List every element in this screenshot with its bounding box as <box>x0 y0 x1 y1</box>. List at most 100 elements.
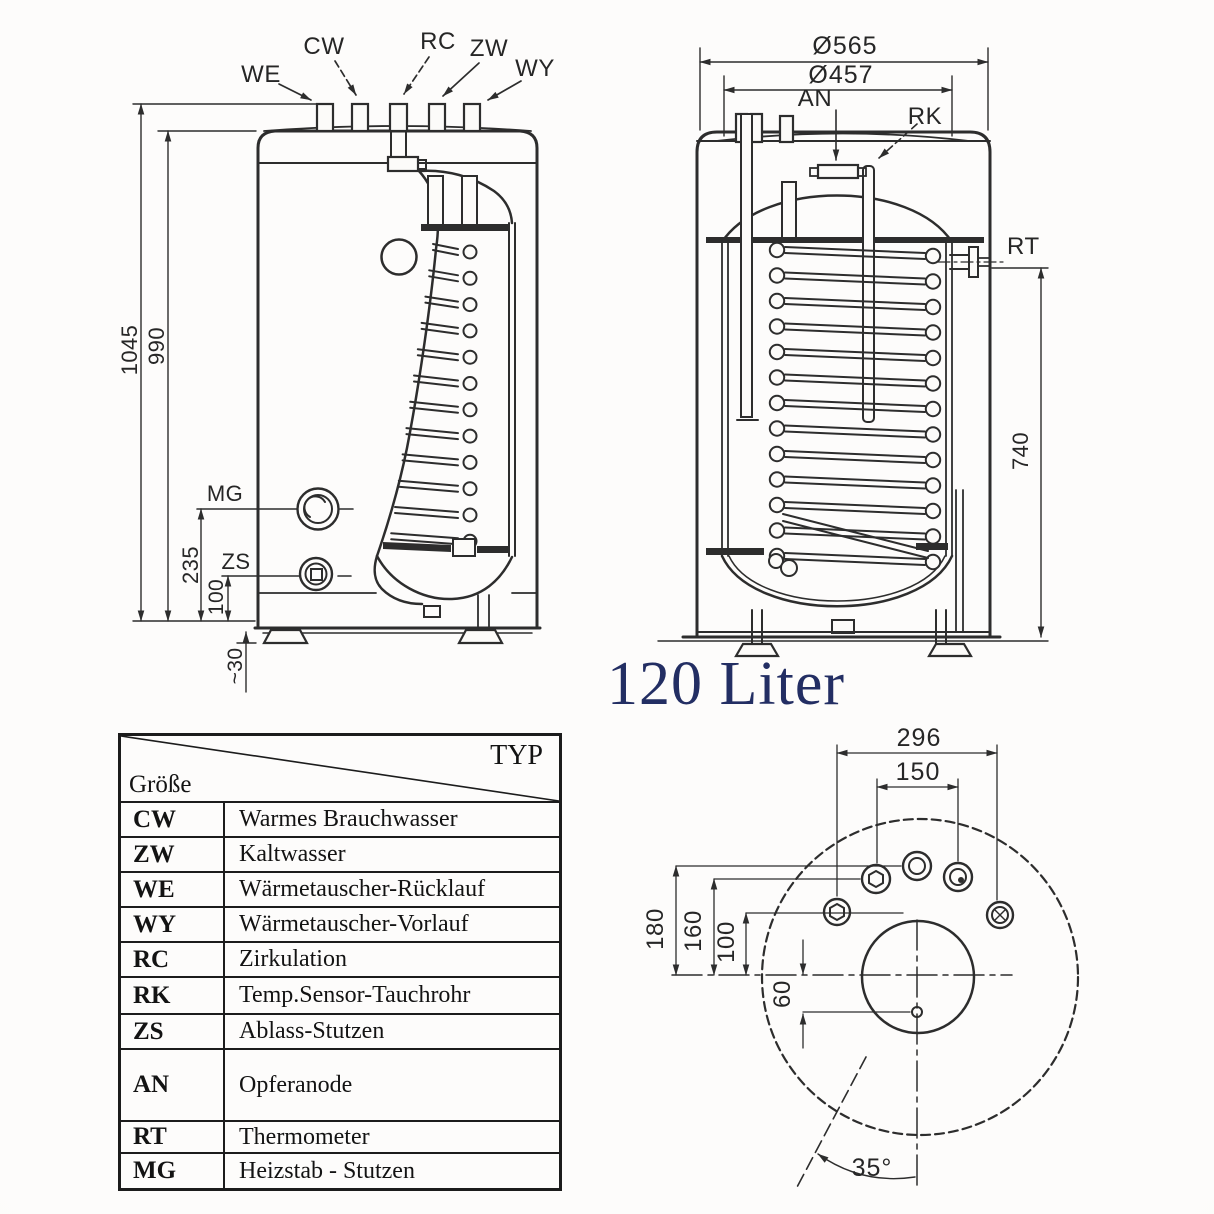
angle-reference-line <box>795 1056 867 1190</box>
port-label-zs: ZS <box>222 549 251 574</box>
legend-key: WY <box>121 908 225 941</box>
port-label-wy: WY <box>515 55 555 82</box>
legend-desc: Opferanode <box>239 1071 353 1098</box>
legend-key: RT <box>121 1122 225 1152</box>
coil-loop-part <box>462 454 478 470</box>
top-view: 296 150 180 160 100 60 35° <box>642 724 1080 1191</box>
coil-loop-part <box>401 453 459 461</box>
top-port-left <box>860 863 892 895</box>
coil-loop-part <box>784 558 926 566</box>
coil-loop-part <box>768 522 786 539</box>
front-dimension-lines <box>132 103 317 693</box>
insulation-band-top <box>421 224 509 231</box>
tank-outline-circle <box>760 817 1080 1137</box>
drain-elbow-2 <box>780 559 798 577</box>
coil-loop-part <box>924 273 942 290</box>
coil-loop-part <box>924 247 942 265</box>
coil-loop-part <box>924 375 942 392</box>
coil-loop-part <box>784 430 926 439</box>
port-label-we: WE <box>241 61 281 88</box>
coil-loop-part <box>432 249 459 256</box>
coil-loop-part <box>462 349 478 365</box>
page-title: 120 Liter <box>607 650 845 718</box>
table-row: RC Zirkulation <box>121 943 559 978</box>
coil-loop-part <box>784 456 926 464</box>
legend-desc: Ablass-Stutzen <box>239 1018 385 1044</box>
section-band-top <box>706 237 984 243</box>
section-pipe-3 <box>778 114 795 144</box>
table-row: MG Heizstab - Stutzen <box>121 1154 559 1188</box>
coil-loop-part <box>784 532 926 541</box>
coil-loop-part <box>784 379 926 388</box>
front-port-leaders <box>278 56 522 101</box>
label-rk: RK <box>908 103 943 130</box>
rt-thermometer-fitting <box>937 246 1005 278</box>
section-foot-left <box>734 642 780 658</box>
table-row: RT Thermometer <box>121 1122 559 1154</box>
coil-loop-part <box>768 318 786 335</box>
dim-body-height: 990 <box>144 327 169 365</box>
top-port-right <box>942 861 974 893</box>
table-row: AN Opferanode <box>121 1050 559 1122</box>
rc-elbow-fitting <box>386 155 420 173</box>
port-label-zw: ZW <box>470 35 509 62</box>
legend-desc: Wärmetauscher-Rücklauf <box>239 876 486 902</box>
coil-loop-part <box>768 369 786 386</box>
front-sensor-port <box>380 238 418 276</box>
dim-inner-diameter: Ø457 <box>808 61 873 89</box>
inner-pipe-2 <box>461 175 478 229</box>
coil-loop-part <box>924 502 942 520</box>
coil-loop-part <box>416 354 459 362</box>
port-label-rc: RC <box>420 28 456 55</box>
inner-dome-bottom <box>375 554 514 601</box>
top-view-dimension-lines <box>672 744 998 1049</box>
front-elevation-view: WE CW RC ZW WY MG ZS 1045 990 235 100 ~3… <box>117 28 555 693</box>
coil-loop-part <box>924 349 942 367</box>
coil-loop-part <box>424 301 459 309</box>
top-port-center <box>901 850 933 882</box>
coil-loop-part <box>784 450 926 458</box>
legend-key: ZW <box>121 838 225 871</box>
coil-sleeve <box>452 538 476 557</box>
coil-loop-part <box>784 303 926 311</box>
front-top-pipes <box>315 102 482 133</box>
legend-header-typ: TYP <box>490 740 543 771</box>
dim-offset-100: 100 <box>713 921 740 963</box>
insulation-band-bottom-left <box>383 542 451 552</box>
coil-loop-part <box>768 343 786 361</box>
coil-loop-part <box>784 507 926 515</box>
anode-flange-nub-l <box>809 167 819 177</box>
dim-angle: 35° <box>852 1154 893 1182</box>
coil-loop-part <box>409 400 459 408</box>
coil-loop-part <box>462 481 478 497</box>
front-foot-right <box>457 628 504 645</box>
rt-height-dimension <box>991 267 1049 638</box>
skirt-detail-box <box>423 605 441 618</box>
coil-loop-part <box>784 405 926 413</box>
dim-offset-160: 160 <box>680 910 707 952</box>
section-view: Ø565 Ø457 AN RK RT 740 <box>657 32 1049 658</box>
coil-loop-part <box>768 496 786 514</box>
coil-loop-part <box>784 297 926 305</box>
coil-loop-part <box>924 298 942 316</box>
front-heat-exchanger-coil <box>390 243 478 549</box>
coil-loop-part <box>784 246 926 254</box>
coil-loop-part <box>394 512 459 519</box>
section-band-bottom-l <box>706 548 764 555</box>
coil-loop-part <box>784 481 926 490</box>
port-label-cw: CW <box>303 33 344 60</box>
coil-loop-part <box>462 297 478 313</box>
coil-loop-part <box>405 427 459 435</box>
coil-loop-part <box>768 292 786 310</box>
legend-desc: Heizstab - Stutzen <box>239 1157 415 1184</box>
coil-loop-part <box>768 420 786 437</box>
legend-header: TYP Größe <box>121 736 559 803</box>
coil-loop-part <box>768 471 786 488</box>
coil-loop-part <box>784 399 926 407</box>
dim-offset-180: 180 <box>642 908 669 950</box>
coil-loop-part <box>784 475 926 484</box>
anode-flange <box>816 163 860 180</box>
coil-loop-part <box>924 451 942 469</box>
dim-offset-60: 60 <box>769 980 796 1008</box>
